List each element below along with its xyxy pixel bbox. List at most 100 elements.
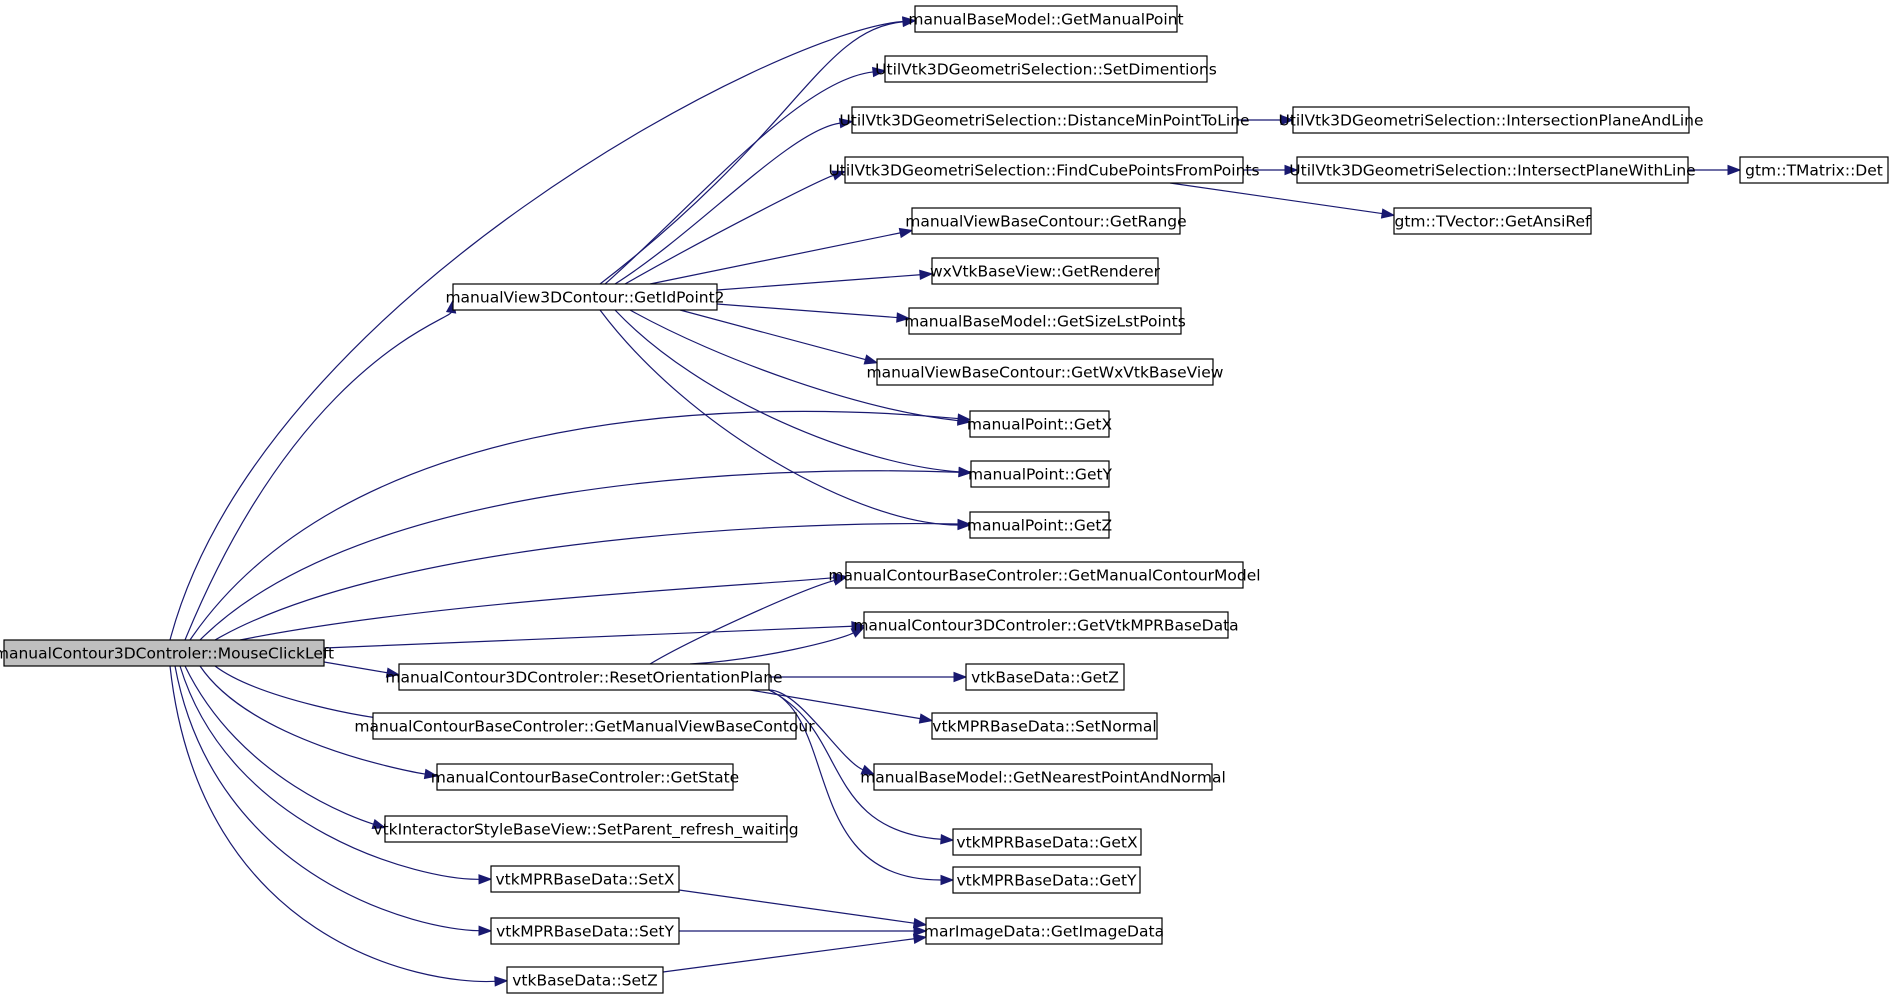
node-label: vtkMPRBaseData::GetX bbox=[956, 834, 1138, 852]
arrowhead-intersectPlaneWithLine bbox=[1284, 164, 1299, 176]
node-resetOrientation[interactable]: manualContour3DControler::ResetOrientati… bbox=[385, 663, 783, 691]
node-box bbox=[384, 815, 788, 843]
arrowhead-getVtkMPR bbox=[850, 626, 866, 638]
edge-root-to-resetOrientation bbox=[323, 661, 388, 674]
node-box bbox=[911, 207, 1181, 235]
edge-root-to-mpGetY bbox=[199, 470, 960, 641]
node-getManualViewBase[interactable]: manualContourBaseControler::GetManualVie… bbox=[354, 712, 815, 740]
node-findCube[interactable]: UtilVtk3DGeometriSelection::FindCubePoin… bbox=[828, 156, 1260, 184]
node-getVtkMPR[interactable]: manualContour3DControler::GetVtkMPRBaseD… bbox=[853, 611, 1239, 639]
node-det[interactable]: gtm::TMatrix::Det bbox=[1739, 156, 1889, 184]
arrowhead-setParentRefresh bbox=[371, 818, 387, 829]
node-getManualPoint[interactable]: manualBaseModel::GetManualPoint bbox=[908, 5, 1184, 33]
node-label: manualBaseModel::GetManualPoint bbox=[908, 11, 1183, 29]
edge-root-to-mpGetZ bbox=[214, 523, 959, 641]
node-mpGetY[interactable]: manualPoint::GetY bbox=[968, 460, 1113, 488]
node-label: vtkMPRBaseData::SetNormal bbox=[932, 718, 1156, 736]
arrowhead-mprGetY bbox=[940, 874, 955, 886]
edge-root-to-getManualContourModel bbox=[239, 577, 835, 641]
node-getIdPoint2[interactable]: manualView3DContour::GetIdPoint2 bbox=[445, 283, 725, 311]
call-edges bbox=[169, 16, 1742, 987]
arrowhead-mpGetX bbox=[957, 415, 972, 426]
node-setDimentions[interactable]: UtilVtk3DGeometriSelection::SetDimention… bbox=[875, 55, 1217, 83]
node-box bbox=[490, 865, 680, 893]
node-box bbox=[925, 917, 1163, 945]
node-label: UtilVtk3DGeometriSelection::FindCubePoin… bbox=[828, 162, 1259, 180]
node-box bbox=[884, 55, 1208, 83]
node-box bbox=[1292, 106, 1690, 134]
node-getState[interactable]: manualContourBaseControler::GetState bbox=[431, 763, 739, 791]
arrowhead-getSizeLst bbox=[896, 312, 911, 323]
arrowhead-getState bbox=[423, 768, 439, 780]
node-mprSetX[interactable]: vtkMPRBaseData::SetX bbox=[490, 865, 680, 893]
node-box bbox=[876, 358, 1214, 386]
node-vbdGetZ[interactable]: vtkBaseData::GetZ bbox=[965, 663, 1125, 691]
edge-root-to-vbdSetZ bbox=[169, 665, 496, 983]
arrowhead-getNearest bbox=[860, 764, 876, 776]
node-root[interactable]: manualContour3DControler::MouseClickLeft bbox=[0, 639, 334, 667]
node-getRange[interactable]: manualViewBaseContour::GetRange bbox=[905, 207, 1187, 235]
node-box bbox=[931, 712, 1158, 740]
arrowhead-mpGetY bbox=[958, 466, 973, 477]
edge-root-to-getIdPoint2 bbox=[184, 311, 452, 641]
arrowhead-vbdSetZ bbox=[494, 976, 509, 987]
node-label: vtkBaseData::SetZ bbox=[512, 972, 658, 990]
node-box bbox=[1393, 207, 1592, 235]
node-getAnsiRef[interactable]: gtm::TVector::GetAnsiRef bbox=[1393, 207, 1592, 235]
arrowhead-getImageData bbox=[912, 933, 928, 944]
node-box bbox=[436, 763, 734, 791]
node-label: manualBaseModel::GetSizeLstPoints bbox=[904, 313, 1186, 331]
node-intersectionPlane[interactable]: UtilVtk3DGeometriSelection::Intersection… bbox=[1278, 106, 1704, 134]
node-label: wxVtkBaseView::GetRenderer bbox=[930, 263, 1161, 281]
node-label: vtkMPRBaseData::SetY bbox=[496, 923, 674, 941]
edge-getIdPoint2-to-getSizeLst bbox=[716, 303, 898, 319]
node-intersectPlaneWithLine[interactable]: UtilVtk3DGeometriSelection::IntersectPla… bbox=[1289, 156, 1696, 184]
node-getNearest[interactable]: manualBaseModel::GetNearestPointAndNorma… bbox=[860, 763, 1226, 791]
node-box bbox=[1739, 156, 1889, 184]
node-getManualContourModel[interactable]: manualContourBaseControler::GetManualCon… bbox=[828, 561, 1261, 589]
edge-root-to-getVtkMPR bbox=[323, 625, 853, 649]
node-mprGetY[interactable]: vtkMPRBaseData::GetY bbox=[952, 866, 1141, 894]
edge-getIdPoint2-to-mpGetZ bbox=[599, 309, 959, 526]
node-mpGetZ[interactable]: manualPoint::GetZ bbox=[967, 511, 1112, 539]
node-box bbox=[506, 966, 664, 994]
node-label: vtkInteractorStyleBaseView::SetParent_re… bbox=[373, 821, 798, 840]
node-getImageData[interactable]: marImageData::GetImageData bbox=[924, 917, 1164, 945]
node-setNormal[interactable]: vtkMPRBaseData::SetNormal bbox=[931, 712, 1158, 740]
node-mprGetX[interactable]: vtkMPRBaseData::GetX bbox=[952, 828, 1142, 856]
node-mpGetX[interactable]: manualPoint::GetX bbox=[967, 410, 1113, 438]
node-distanceMin[interactable]: UtilVtk3DGeometriSelection::DistanceMinP… bbox=[839, 106, 1250, 134]
node-setParentRefresh[interactable]: vtkInteractorStyleBaseView::SetParent_re… bbox=[373, 815, 799, 843]
edge-resetOrientation-to-mprGetY bbox=[768, 689, 942, 881]
arrowhead-getManualPoint bbox=[902, 16, 917, 28]
node-box bbox=[490, 917, 680, 945]
arrowhead-mpGetZ bbox=[957, 519, 972, 531]
node-getWxVtk[interactable]: manualViewBaseContour::GetWxVtkBaseView bbox=[867, 358, 1224, 386]
node-box bbox=[372, 712, 797, 740]
node-box bbox=[931, 257, 1159, 285]
node-getRenderer[interactable]: wxVtkBaseView::GetRenderer bbox=[930, 257, 1161, 285]
arrowhead-mprSetX bbox=[478, 874, 493, 885]
edge-vbdSetZ-to-getImageData bbox=[662, 938, 915, 973]
arrowhead-distanceMin bbox=[838, 118, 854, 129]
node-mprSetY[interactable]: vtkMPRBaseData::SetY bbox=[490, 917, 680, 945]
node-getSizeLst[interactable]: manualBaseModel::GetSizeLstPoints bbox=[904, 307, 1186, 335]
node-box bbox=[914, 5, 1178, 33]
arrowhead-findCube bbox=[831, 170, 847, 181]
node-label: gtm::TMatrix::Det bbox=[1745, 162, 1883, 180]
node-vbdSetZ[interactable]: vtkBaseData::SetZ bbox=[506, 966, 664, 994]
node-label: UtilVtk3DGeometriSelection::SetDimention… bbox=[875, 61, 1217, 79]
edge-root-to-setParentRefresh bbox=[184, 665, 374, 825]
edge-getIdPoint2-to-mpGetX bbox=[629, 309, 959, 422]
edge-getIdPoint2-to-getWxVtk bbox=[679, 309, 866, 361]
node-box bbox=[970, 460, 1110, 488]
node-box bbox=[1296, 156, 1689, 184]
node-label: gtm::TVector::GetAnsiRef bbox=[1395, 213, 1592, 231]
node-box bbox=[452, 283, 718, 311]
node-box bbox=[863, 611, 1229, 639]
arrowhead-resetOrientation bbox=[385, 667, 401, 678]
arrowhead-vbdGetZ bbox=[953, 671, 968, 683]
node-label: vtkBaseData::GetZ bbox=[971, 669, 1119, 687]
edge-getIdPoint2-to-distanceMin bbox=[614, 122, 841, 285]
node-label: manualViewBaseContour::GetRange bbox=[905, 213, 1186, 231]
